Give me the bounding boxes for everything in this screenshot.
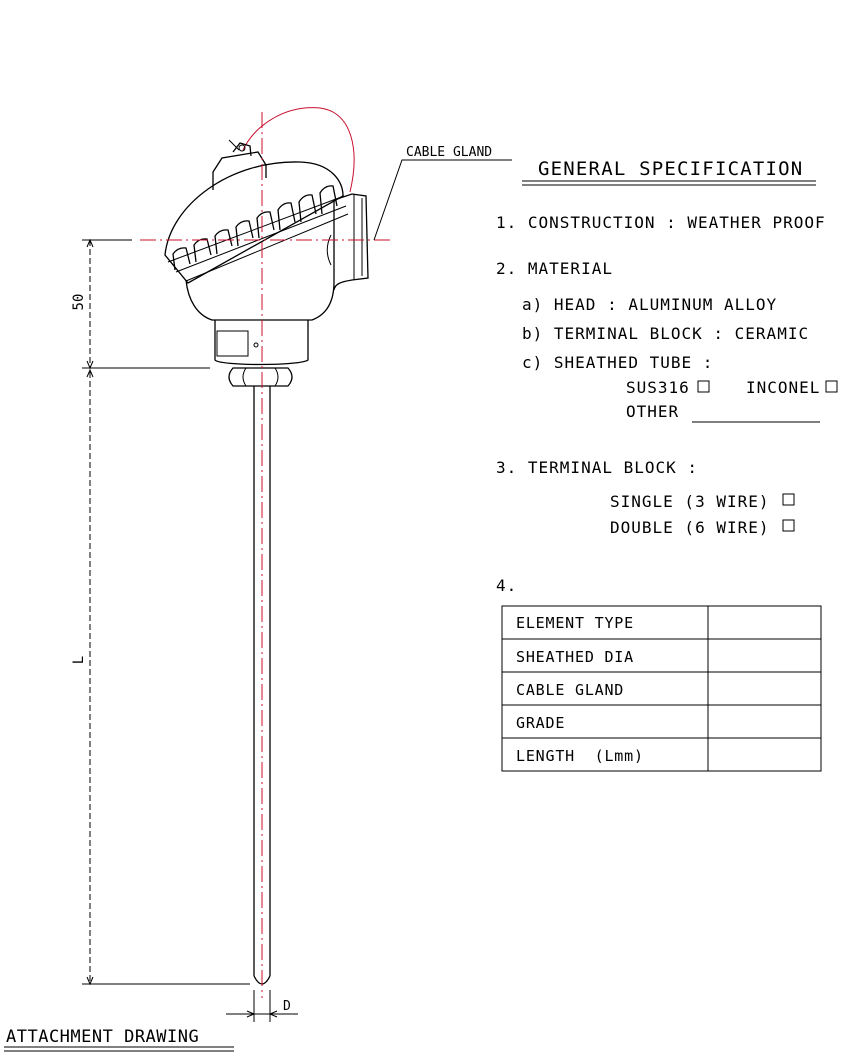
cable-gland-label: CABLE GLAND [406, 145, 492, 160]
option-double-label: DOUBLE (6 WIRE) [610, 518, 770, 537]
spec-table: ELEMENT TYPE SHEATHED DIA CABLE GLAND GR… [501, 605, 822, 772]
head-neck [214, 320, 309, 366]
dim-length-label: L [71, 656, 87, 664]
table-row-label: ELEMENT TYPE [516, 614, 634, 632]
head-housing [185, 193, 369, 321]
dim-diameter: D [226, 990, 298, 1022]
table-row: SHEATHED DIA [516, 648, 634, 666]
option-single-checkbox[interactable] [782, 493, 795, 506]
lead-wire-loop [242, 107, 355, 193]
dim-diameter-label: D [283, 999, 291, 1014]
dim-length: L [71, 368, 250, 986]
option-inconel-label: INCONEL [746, 378, 820, 397]
option-sus316-checkbox[interactable] [697, 380, 710, 393]
option-other-label: OTHER [626, 402, 679, 421]
table-row: LENGTH (Lmm) [516, 747, 644, 765]
general-specification: GENERAL SPECIFICATION 1. CONSTRUCTION : … [496, 158, 838, 595]
head-cover [164, 161, 344, 284]
option-sus316-label: SUS316 [626, 378, 690, 397]
cable-gland-leader [373, 159, 512, 241]
option-inconel-checkbox[interactable] [825, 380, 838, 393]
attachment-drawing-title: ATTACHMENT DRAWING [6, 1027, 199, 1047]
thermocouple-drawing: CABLE GLAND 50 L D ATTACHMENT DRAWING [4, 107, 512, 1052]
head-top-screw [228, 139, 252, 157]
table-row-label: LENGTH (Lmm) [516, 747, 644, 765]
table-row-label: GRADE [516, 714, 565, 732]
option-double-checkbox[interactable] [782, 519, 795, 532]
spec-material-terminal-block: b) TERMINAL BLOCK : CERAMIC [522, 324, 809, 343]
spec-title: GENERAL SPECIFICATION [538, 158, 803, 180]
head-cover-ribs [172, 185, 338, 271]
spec-terminal-block-heading: 3. TERMINAL BLOCK : [496, 458, 698, 477]
dim-head-height: 50 [71, 238, 210, 370]
cable-gland-outlet [353, 194, 363, 280]
table-row: GRADE [516, 714, 565, 732]
dim-head-height-label: 50 [71, 294, 87, 311]
table-row: ELEMENT TYPE [516, 614, 634, 632]
table-row-label: CABLE GLAND [516, 681, 624, 699]
head-cover-boss [212, 151, 267, 190]
option-single-label: SINGLE (3 WIRE) [610, 492, 770, 511]
table-row-label: SHEATHED DIA [516, 648, 634, 666]
spec-material-sheathed-tube: c) SHEATHED TUBE : [522, 353, 713, 372]
spec-construction: 1. CONSTRUCTION : WEATHER PROOF [496, 213, 826, 232]
hex-nut [228, 367, 293, 387]
table-row: CABLE GLAND [516, 681, 624, 699]
spec-material-head: a) HEAD : ALUMINUM ALLOY [522, 295, 777, 314]
spec-material-heading: 2. MATERIAL [496, 259, 613, 278]
spec-item4-heading: 4. [496, 576, 517, 595]
